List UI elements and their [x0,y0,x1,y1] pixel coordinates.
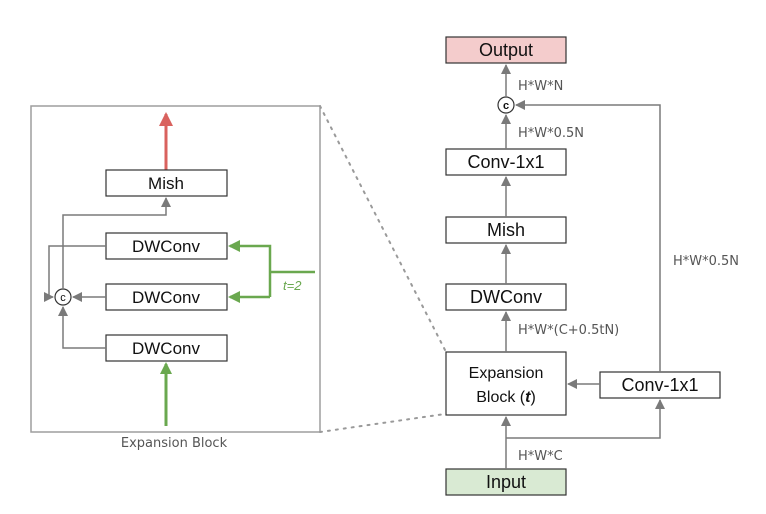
inset-mish-box: Mish [105,169,228,197]
inset-dwconv3-to-concat-arrow [58,306,106,349]
inset-concat-node: c [54,288,72,306]
dim-after-conv-label: H*W*0.5N [518,126,584,141]
inset-caption: Expansion Block [121,436,228,451]
inset-dwconv-1-label: DWConv [132,237,201,256]
dim-input-label: H*W*C [518,449,563,464]
inset-dwconv-1-box: DWConv [105,232,228,260]
mish-label: Mish [487,220,525,240]
inset-dwconv-3-label: DWConv [132,339,201,358]
conv-top-box: Conv-1x1 [445,148,567,176]
dim-top-label: H*W*N [518,79,563,94]
expansion-line1: Expansion [469,365,544,382]
inset-frame [30,105,321,433]
expansion-block-inset: Mish DWConv DWConv DWConv c [30,105,446,451]
inset-mish-label: Mish [148,174,184,193]
main-concat-symbol: c [503,100,509,112]
inset-t-bracket [231,244,272,297]
zoom-line-bottom [319,413,446,433]
inset-concat-to-mish-arrow [62,197,171,289]
skip-to-concat-arrow [515,100,661,372]
zoom-line-top [319,105,446,351]
input-label: Input [486,472,526,492]
dwconv-box: DWConv [445,283,567,311]
mish-box: Mish [445,216,567,244]
inset-t-label: t=2 [283,278,302,293]
expansion-block-box: Expansion Block (t) [445,351,567,416]
input-box: Input [445,468,567,496]
inset-dwconv-2-box: DWConv [105,283,228,311]
main-concat-node: c [497,96,515,114]
expansion-line2: Block (t) [476,389,536,406]
inset-dwconv-3-box: DWConv [105,334,228,362]
output-box: Output [445,36,567,64]
conv-side-box: Conv-1x1 [599,371,721,399]
conv-side-label: Conv-1x1 [621,375,698,395]
main-flow: Output c H*W*N Conv-1x1 H*W*0.5N Mish DW… [445,36,739,496]
conv-top-label: Conv-1x1 [467,152,544,172]
dim-side-label: H*W*0.5N [673,254,739,269]
inset-dwconv-2-label: DWConv [132,288,201,307]
output-label: Output [479,40,533,60]
dwconv-label: DWConv [470,287,542,307]
input-to-conv-side-arrow [506,399,665,439]
inset-concat-symbol: c [60,292,66,304]
inset-dwconv1-to-concat-arrow [44,245,106,302]
dim-expansion-label: H*W*(C+0.5tN) [518,323,619,338]
